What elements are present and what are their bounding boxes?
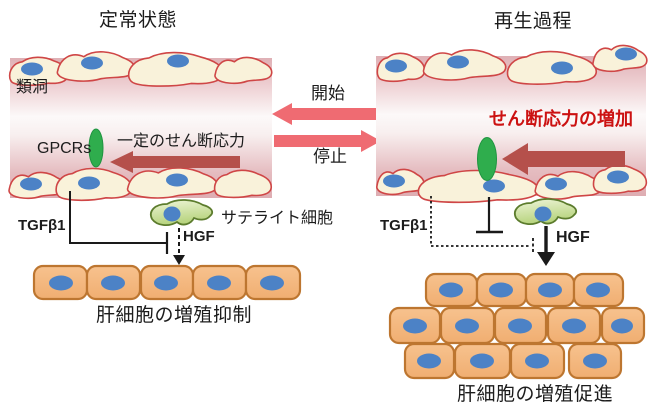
flow-start-arrow-icon bbox=[272, 103, 380, 125]
right-vessel bbox=[376, 44, 648, 204]
cell-nucleus bbox=[166, 173, 188, 187]
gpcr-receptor-icon bbox=[477, 137, 497, 181]
cell-nucleus bbox=[49, 275, 73, 291]
cell-nucleus bbox=[470, 353, 494, 369]
left-signaling bbox=[69, 191, 185, 265]
cell-nucleus bbox=[385, 59, 407, 73]
left-hgf-label: HGF bbox=[183, 228, 215, 245]
cell-nucleus bbox=[383, 174, 405, 188]
cell-nucleus bbox=[545, 177, 567, 191]
cell-nucleus bbox=[78, 176, 100, 190]
hgf-arrowhead-icon bbox=[537, 252, 555, 266]
hgf-arrowhead-icon bbox=[173, 255, 185, 265]
left-panel-title: 定常状態 bbox=[99, 10, 178, 31]
right-shear-label: せん断応力の増加 bbox=[489, 109, 633, 129]
left-tgf-label: TGFβ1 bbox=[18, 217, 66, 234]
cell-nucleus bbox=[207, 275, 231, 291]
right-signaling bbox=[430, 196, 555, 266]
cell-nucleus bbox=[538, 282, 562, 298]
hepatocyte-nuclei-right bbox=[403, 282, 633, 369]
right-hgf-label: HGF bbox=[556, 229, 590, 246]
cell-nucleus bbox=[154, 275, 178, 291]
hepatocyte-nuclei-left bbox=[49, 275, 284, 291]
flow-arrows bbox=[272, 103, 381, 152]
cell-nucleus bbox=[489, 282, 513, 298]
cell-nucleus bbox=[615, 47, 637, 61]
right-tgf-label: TGFβ1 bbox=[380, 217, 428, 234]
cell-nucleus bbox=[508, 318, 532, 334]
cell-nucleus bbox=[403, 318, 427, 334]
cell-nucleus bbox=[417, 353, 441, 369]
cell-nucleus bbox=[260, 275, 284, 291]
tgf-pathway-line bbox=[69, 191, 166, 244]
cell-nucleus bbox=[81, 56, 103, 70]
cell-nucleus bbox=[562, 318, 586, 334]
cell-nucleus bbox=[607, 170, 629, 184]
cell-nucleus bbox=[551, 61, 573, 75]
cell-nucleus bbox=[20, 177, 42, 191]
cell-nucleus bbox=[611, 318, 633, 334]
cell-nucleus bbox=[455, 318, 479, 334]
cell-nucleus bbox=[447, 55, 469, 69]
right-shear-arrow-icon bbox=[502, 143, 625, 175]
cell-nucleus bbox=[101, 275, 125, 291]
cell-nucleus bbox=[439, 282, 463, 298]
tgf-pathway-line-inactive bbox=[430, 196, 530, 247]
cell-nucleus bbox=[525, 353, 549, 369]
cell-nucleus bbox=[586, 282, 610, 298]
right-panel-title: 再生過程 bbox=[494, 11, 573, 32]
sinusoid-label: 類洞 bbox=[16, 79, 49, 96]
cell-nucleus bbox=[21, 62, 43, 76]
gpcrs-label: GPCRs bbox=[37, 140, 92, 157]
flow-start-label: 開始 bbox=[311, 84, 345, 103]
flow-stop-arrow-icon bbox=[274, 130, 381, 152]
cell-nucleus bbox=[163, 206, 181, 222]
satellite-cell-label: サテライト細胞 bbox=[221, 210, 334, 227]
cell-nucleus bbox=[534, 206, 552, 222]
left-result-label: 肝細胞の増殖抑制 bbox=[96, 305, 253, 326]
flow-stop-label: 停止 bbox=[313, 147, 347, 166]
satellite-cell bbox=[149, 199, 214, 227]
cell-nucleus bbox=[483, 179, 505, 193]
left-shear-arrow-icon bbox=[110, 151, 240, 173]
left-vessel bbox=[8, 50, 273, 202]
right-result-label: 肝細胞の増殖促進 bbox=[457, 384, 614, 405]
cell-nucleus bbox=[583, 353, 607, 369]
left-shear-label: 一定のせん断応力 bbox=[117, 133, 246, 150]
gpcr-receptor-icon bbox=[88, 128, 104, 168]
cell-nucleus bbox=[167, 54, 189, 68]
